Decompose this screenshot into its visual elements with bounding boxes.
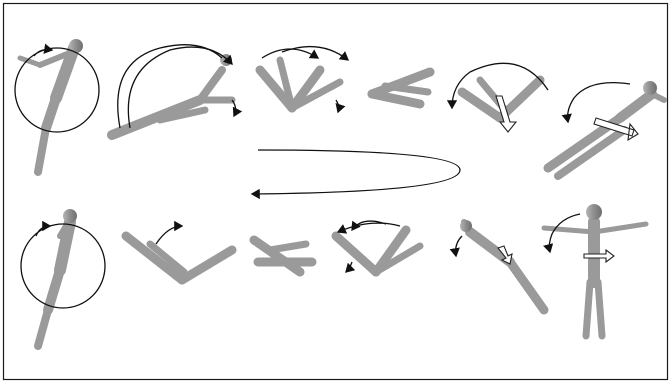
motion-sequence-diagram [0, 0, 671, 382]
